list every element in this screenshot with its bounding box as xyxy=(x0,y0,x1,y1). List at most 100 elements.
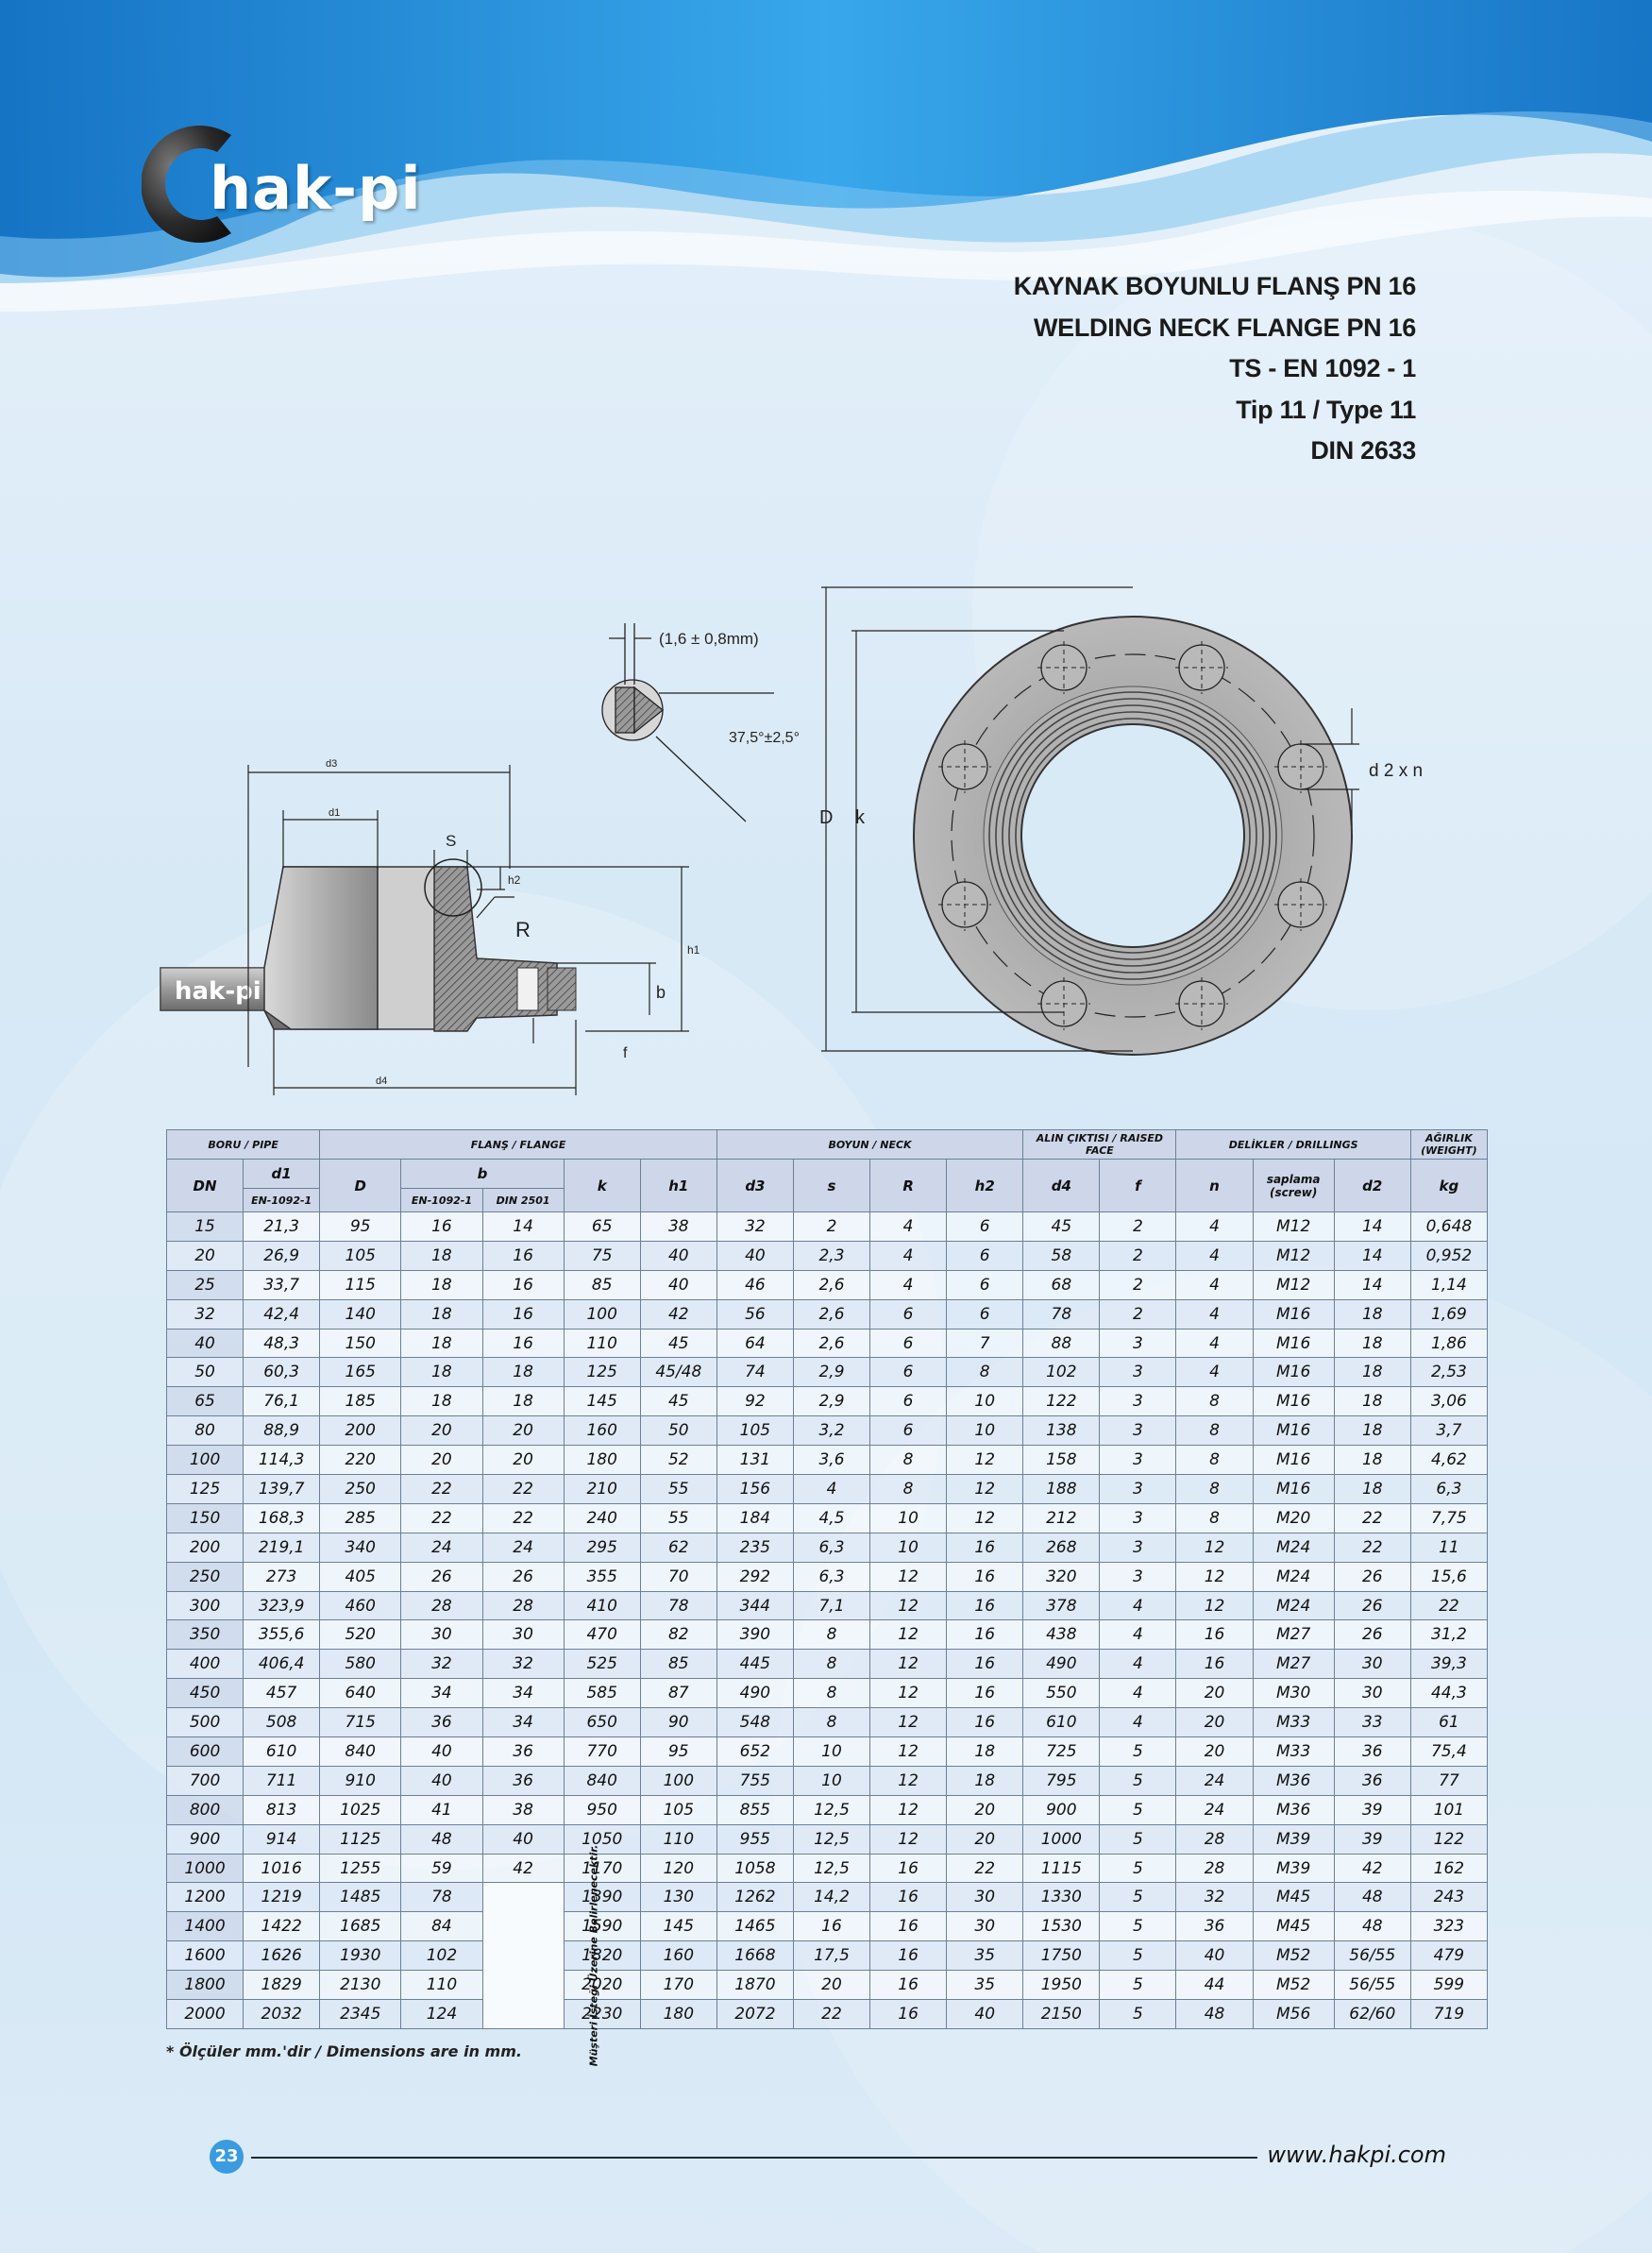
table-cell: 3,2 xyxy=(792,1415,871,1447)
table-cell: 6 xyxy=(946,1240,1024,1271)
table-cell: 88 xyxy=(1022,1328,1101,1359)
col-h2: h2 xyxy=(946,1159,1024,1212)
table-cell: 640 xyxy=(319,1678,402,1709)
table-cell: 6,3 xyxy=(1409,1474,1489,1504)
table-cell: M33 xyxy=(1252,1736,1335,1767)
table-cell: 26 xyxy=(1333,1619,1411,1651)
table-cell: 200 xyxy=(165,1532,244,1563)
table-cell: 1820 xyxy=(563,1940,641,1972)
table-cell: 7,1 xyxy=(792,1590,871,1621)
table-cell: 28 xyxy=(400,1590,483,1621)
table-cell: M39 xyxy=(1252,1853,1335,1884)
table-cell: 30 xyxy=(481,1619,565,1651)
table-cell: 125 xyxy=(165,1474,244,1504)
dim-s: S xyxy=(446,832,456,850)
table-cell: 4 xyxy=(1175,1211,1254,1242)
table-cell: 33 xyxy=(1333,1707,1411,1738)
table-cell: 8 xyxy=(869,1474,948,1504)
table-cell: 52 xyxy=(639,1445,717,1476)
table-cell: 40 xyxy=(400,1736,483,1767)
table-cell: 12 xyxy=(869,1823,948,1855)
table-cell: M45 xyxy=(1252,1882,1335,1913)
table-cell: 490 xyxy=(716,1678,794,1709)
table-cell: 4 xyxy=(1099,1590,1177,1621)
table-cell: 285 xyxy=(319,1502,402,1533)
table-cell: 2345 xyxy=(319,1999,402,2029)
table-cell: 48 xyxy=(400,1823,483,1855)
col-d1-standard: EN-1092-1 xyxy=(243,1188,321,1212)
table-cell: 36 xyxy=(1175,1911,1254,1942)
table-cell: 1255 xyxy=(319,1853,402,1884)
table-cell: 5 xyxy=(1099,1736,1177,1767)
title-block: KAYNAK BOYUNLU FLANŞ PN 16 WELDING NECK … xyxy=(1014,266,1417,472)
table-cell: 44,3 xyxy=(1409,1678,1489,1709)
table-cell: 910 xyxy=(319,1765,402,1796)
table-cell: 6 xyxy=(946,1211,1024,1242)
table-cell: M24 xyxy=(1252,1590,1335,1621)
table-cell: 78 xyxy=(639,1590,717,1621)
table-cell: 45 xyxy=(639,1328,717,1359)
table-cell: 42,4 xyxy=(243,1298,321,1330)
table-cell: 520 xyxy=(319,1619,402,1651)
title-en: WELDING NECK FLANGE PN 16 xyxy=(1033,313,1416,342)
table-cell: 2 xyxy=(792,1211,871,1242)
table-cell: M16 xyxy=(1252,1357,1335,1388)
table-cell: 14 xyxy=(1333,1240,1411,1271)
table-cell: 39 xyxy=(1333,1794,1411,1825)
table-cell: 18 xyxy=(946,1765,1024,1796)
table-cell: 355 xyxy=(563,1561,641,1592)
table-cell: 39,3 xyxy=(1409,1649,1489,1680)
title-standard: TS - EN 1092 - 1 xyxy=(1229,354,1416,382)
dim-r: R xyxy=(515,918,531,941)
table-cell: 1465 xyxy=(716,1911,794,1942)
col-D: D xyxy=(319,1159,402,1212)
table-cell: 158 xyxy=(1022,1445,1101,1476)
table-cell: 40 xyxy=(400,1765,483,1796)
table-cell: 30 xyxy=(1333,1678,1411,1709)
dim-d4: d4 xyxy=(376,1076,387,1087)
table-cell: 8 xyxy=(1175,1474,1254,1504)
table-cell: 33,7 xyxy=(243,1269,321,1300)
table-cell: 100 xyxy=(563,1298,641,1330)
table-cell: 105 xyxy=(639,1794,717,1825)
group-neck: BOYUN / NECK xyxy=(716,1129,1024,1160)
table-cell: 390 xyxy=(716,1619,794,1651)
dim-D: D xyxy=(819,807,833,828)
col-dn: DN xyxy=(165,1159,244,1212)
brand-name: hak-pi xyxy=(210,153,422,223)
table-cell: 14 xyxy=(1333,1269,1411,1300)
col-b-en: EN-1092-1 xyxy=(400,1188,483,1212)
table-cell: 4 xyxy=(869,1269,948,1300)
table-cell: 40 xyxy=(165,1328,244,1359)
table-cell: 6 xyxy=(946,1298,1024,1330)
table-cell: 2000 xyxy=(165,1999,244,2029)
table-cell: 450 xyxy=(165,1678,244,1709)
table-cell: 2 xyxy=(1099,1298,1177,1330)
table-cell: 82 xyxy=(639,1619,717,1651)
pipe-stamp: hak-pi xyxy=(175,977,261,1006)
table-cell: 4 xyxy=(792,1474,871,1504)
dim-h1: h1 xyxy=(687,943,700,957)
table-cell: 12 xyxy=(946,1502,1024,1533)
table-cell: 56/55 xyxy=(1333,1970,1411,2001)
table-cell: 855 xyxy=(716,1794,794,1825)
website-link[interactable]: www.hakpi.com xyxy=(1267,2142,1446,2168)
dim-b: b xyxy=(656,983,666,1002)
table-cell: 5 xyxy=(1099,1999,1177,2029)
table-cell: M16 xyxy=(1252,1445,1335,1476)
table-cell: 2,9 xyxy=(792,1357,871,1388)
table-cell: 2072 xyxy=(716,1999,794,2029)
table-cell: 410 xyxy=(563,1590,641,1621)
table-cell: 4 xyxy=(869,1211,948,1242)
table-cell: 2,53 xyxy=(1409,1357,1489,1388)
table-cell: 955 xyxy=(716,1823,794,1855)
table-cell: 6 xyxy=(946,1269,1024,1300)
table-cell: 105 xyxy=(319,1240,402,1271)
table-cell: 10 xyxy=(869,1532,948,1563)
table-cell: 508 xyxy=(243,1707,321,1738)
table-cell: 76,1 xyxy=(243,1386,321,1417)
